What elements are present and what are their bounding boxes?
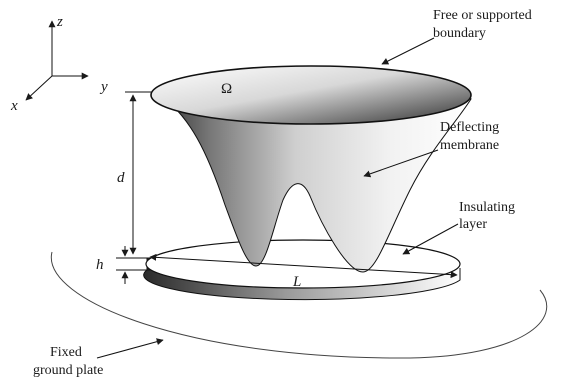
insulating-label: Insulating layer [459, 200, 519, 232]
insulating-leader [402, 223, 459, 255]
boundary-leader [381, 37, 435, 65]
boundary-label: Free or supported boundary [433, 8, 535, 41]
dimension-d [125, 91, 152, 255]
z-axis-label: z [56, 14, 63, 30]
layer-thickness-label: h [96, 257, 104, 273]
ground-plate-arc [50, 251, 548, 359]
y-axis-label: y [99, 79, 108, 95]
length-label: L [292, 274, 301, 290]
boundary-ellipse [150, 65, 472, 125]
deflecting-membrane [151, 90, 472, 273]
x-axis-label: x [10, 98, 18, 114]
dimension-h [116, 246, 150, 284]
coordinate-axes [25, 20, 89, 101]
membrane-leader [363, 149, 439, 178]
gap-height-label: d [117, 170, 125, 186]
x-axis-line [25, 75, 53, 101]
ground-label: Fixed ground plate [33, 345, 103, 378]
length-dimension-line [149, 253, 458, 279]
domain-omega-label: Ω [221, 81, 232, 97]
ground-leader [96, 338, 164, 359]
membrane-label: Deflecting membrane [440, 120, 503, 153]
